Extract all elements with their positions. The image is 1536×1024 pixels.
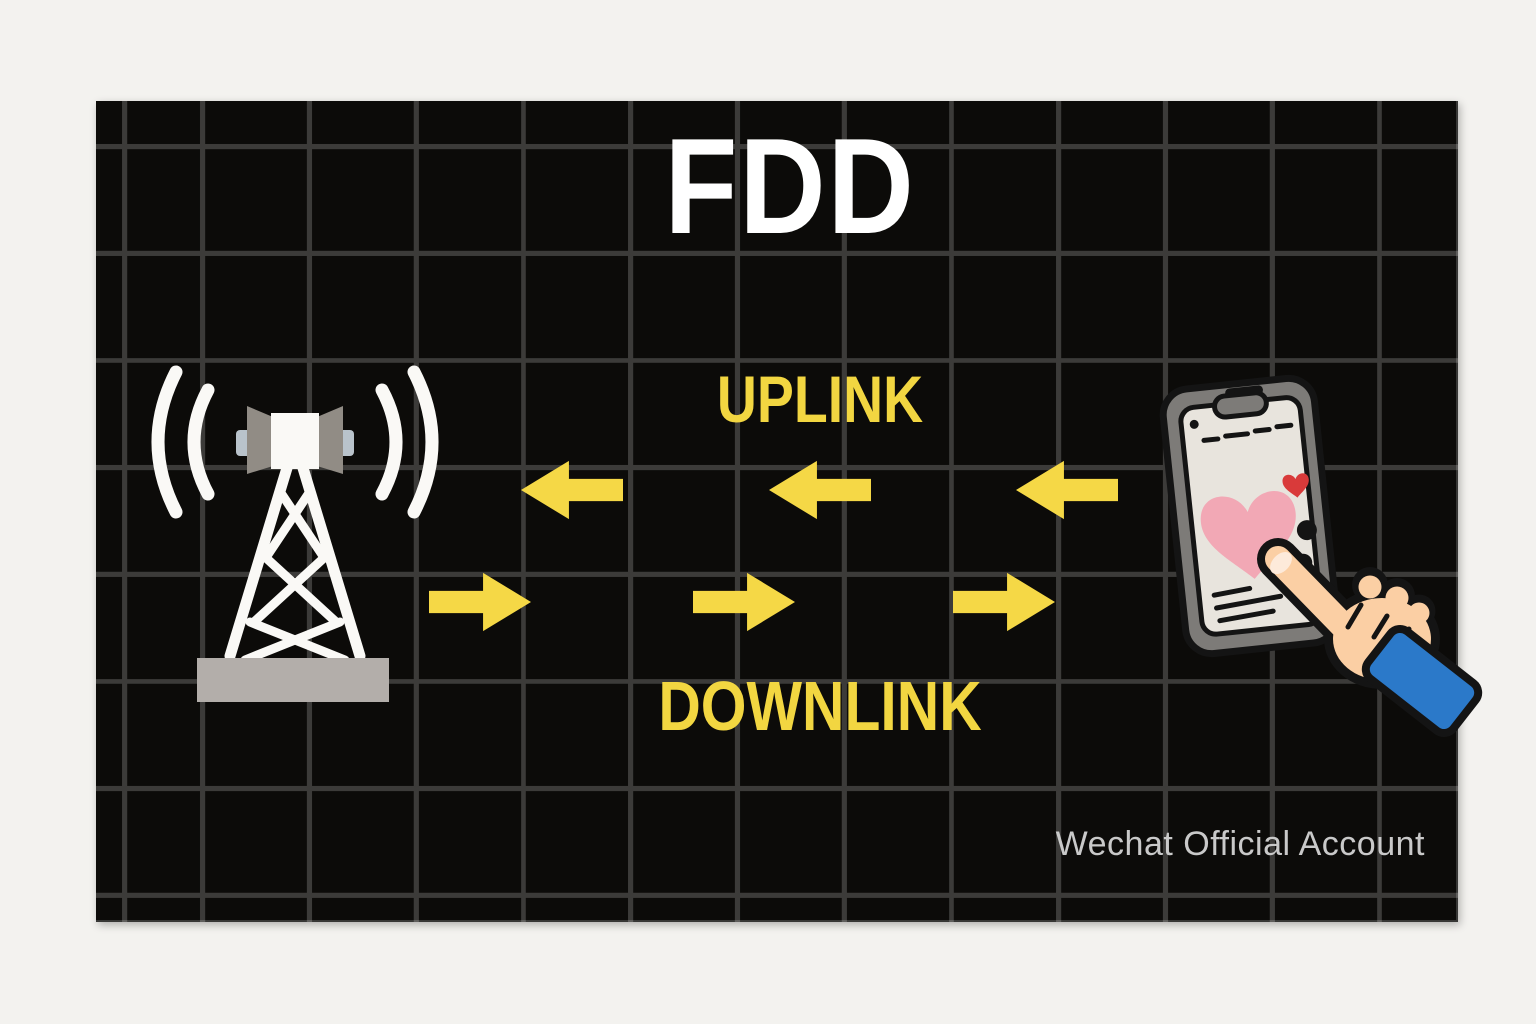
small-heart-icon: [1282, 473, 1309, 498]
notch: [1212, 390, 1269, 420]
tower-base: [197, 658, 389, 702]
tower-mast: [224, 462, 366, 665]
downlink-arrow-icon: [693, 572, 795, 632]
page-title: FDD: [664, 110, 916, 262]
watermark: Wechat Official Account: [1055, 825, 1425, 863]
screen-dot: [1296, 520, 1317, 541]
camera-dot: [1189, 419, 1199, 429]
downlink-arrow-icon: [953, 572, 1055, 632]
smartphone-icon: [1159, 374, 1483, 738]
sleeve-cuff: [1361, 624, 1483, 738]
blackboard-grid-panel: FDD UPLINK DOWNLINK: [96, 101, 1483, 922]
dashed-status-line: [1201, 422, 1294, 443]
text-lines: [1211, 585, 1284, 624]
uplink-arrow-icon: [1016, 460, 1118, 520]
fingernail: [1270, 551, 1292, 575]
uplink-label: UPLINK: [716, 362, 924, 436]
uplink-arrow-icon: [521, 460, 623, 520]
cell-tower-icon: [151, 365, 439, 702]
downlink-label: DOWNLINK: [658, 667, 982, 745]
uplink-arrow-icon: [769, 460, 871, 520]
antenna-icon: [236, 406, 354, 474]
tapping-hand-icon: [1257, 538, 1483, 738]
signal-waves-icon: [151, 365, 439, 519]
